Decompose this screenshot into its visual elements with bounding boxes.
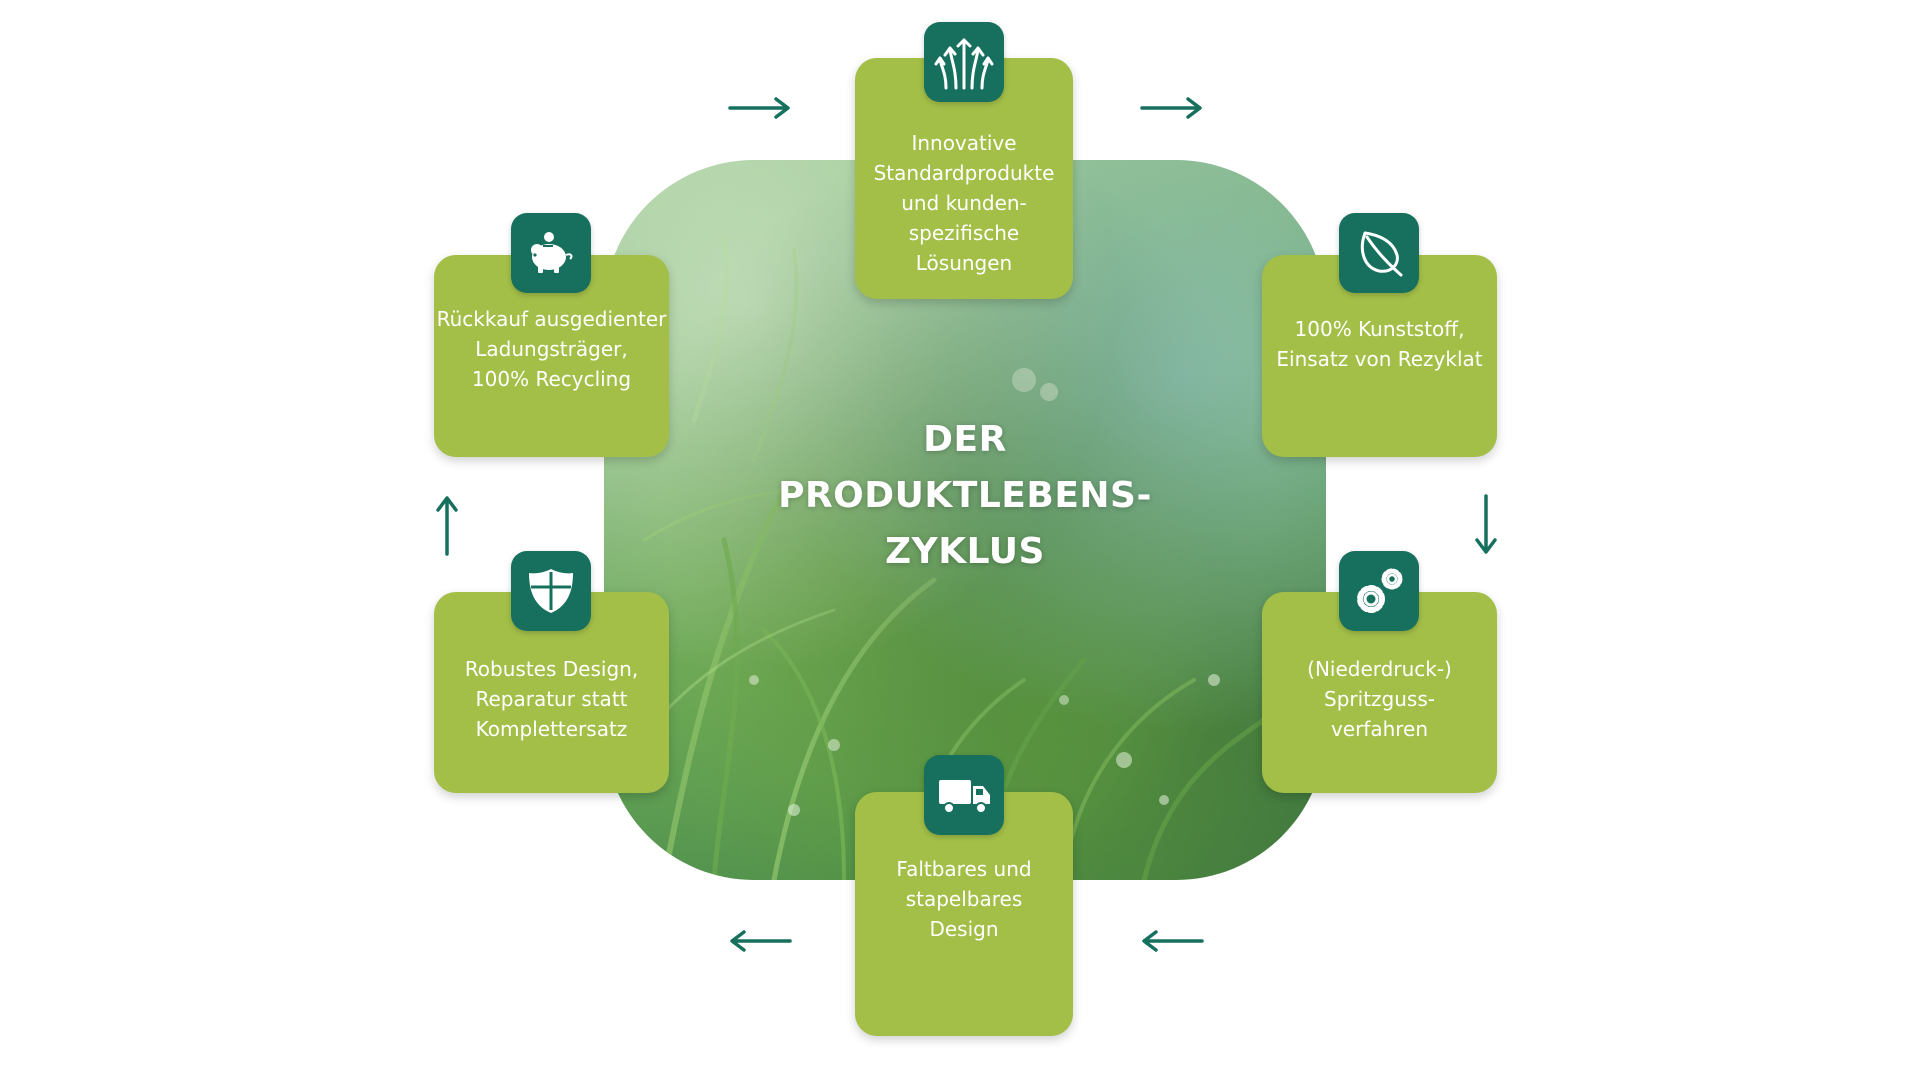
stage-text-line: stapelbares [896, 884, 1031, 914]
center-title-line: PRODUKTLEBENS- [604, 468, 1326, 524]
stage-text-line: Faltbares und [896, 854, 1031, 884]
stage-text: Innovative Standardprodukte und kunden- … [874, 128, 1055, 278]
shield-icon [511, 551, 591, 631]
stage-text-line: Spritzguss- [1307, 684, 1452, 714]
stage-text-line: Innovative [874, 128, 1055, 158]
stage-text: Rückkauf ausgedienter Ladungsträger, 100… [437, 304, 667, 394]
arrow-down-right [1474, 494, 1498, 556]
stage-text-line: Einsatz von Rezyklat [1276, 344, 1482, 374]
stage-text-line: 100% Kunststoff, [1276, 314, 1482, 344]
stage-text-line: Lösungen [874, 248, 1055, 278]
stage-text-line: spezifische [874, 218, 1055, 248]
stage-text: 100% Kunststoff, Einsatz von Rezyklat [1276, 314, 1482, 374]
stage-text-line: und kunden- [874, 188, 1055, 218]
stage-text-line: verfahren [1307, 714, 1452, 744]
stage-text-line: 100% Recycling [437, 364, 667, 394]
stage-text: (Niederdruck-) Spritzguss- verfahren [1307, 654, 1452, 744]
stage-text-line: Reparatur statt [465, 684, 638, 714]
leaf-icon [1339, 213, 1419, 293]
stage-text-line: Komplettersatz [465, 714, 638, 744]
stage-text-line: Standardprodukte [874, 158, 1055, 188]
truck-icon [924, 755, 1004, 835]
gears-icon [1339, 551, 1419, 631]
stage-text: Faltbares und stapelbares Design [896, 854, 1031, 944]
stage-text-line: (Niederdruck-) [1307, 654, 1452, 684]
center-title-line: DER [604, 412, 1326, 468]
piggy-bank-icon [511, 213, 591, 293]
growth-arrows-icon [924, 22, 1004, 102]
center-title-line: ZYKLUS [604, 524, 1326, 580]
arrow-up-left [435, 494, 459, 556]
arrow-right-top-right [1140, 96, 1204, 120]
arrow-left-bottom-right [1140, 929, 1204, 953]
stage-text-line: Rückkauf ausgedienter [437, 304, 667, 334]
stage-text: Robustes Design, Reparatur statt Komplet… [465, 654, 638, 744]
stage-text-line: Robustes Design, [465, 654, 638, 684]
stage-text-line: Design [896, 914, 1031, 944]
center-title: DER PRODUKTLEBENS- ZYKLUS [604, 412, 1326, 580]
arrow-left-bottom-left [728, 929, 792, 953]
stage-text-line: Ladungsträger, [437, 334, 667, 364]
arrow-right-top-left [728, 96, 792, 120]
